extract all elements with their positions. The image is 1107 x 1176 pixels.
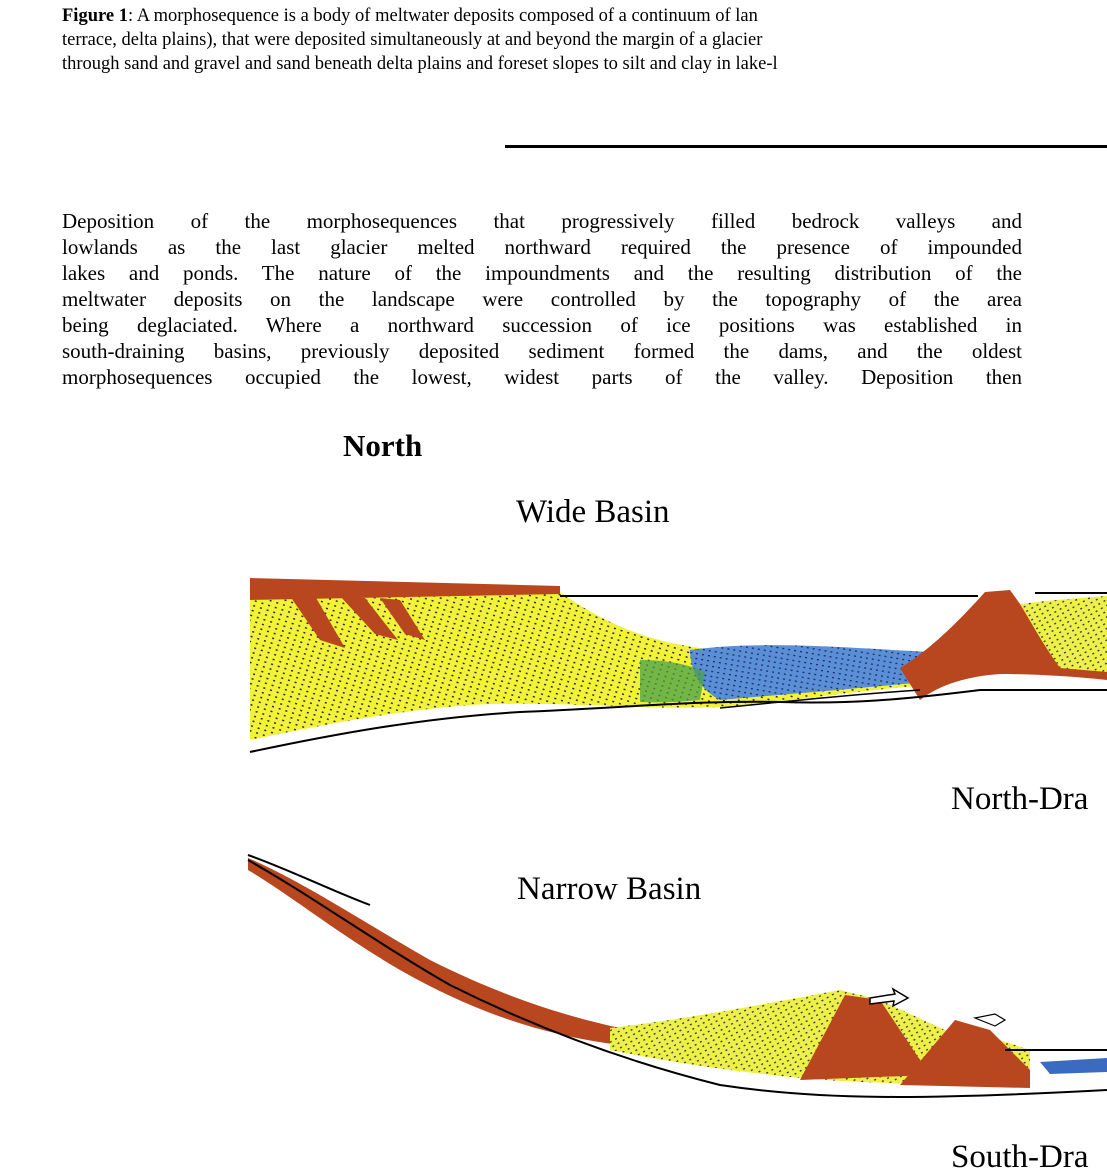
narrow-basin-gravel-slope — [248, 858, 620, 1045]
wide-basin-section — [250, 578, 1107, 752]
narrow-basin-small-arrow — [975, 1014, 1005, 1026]
narrow-basin-clay-lens — [1040, 1058, 1107, 1074]
narrow-basin-section — [248, 855, 1107, 1097]
flow-arrow-icon — [870, 989, 908, 1006]
